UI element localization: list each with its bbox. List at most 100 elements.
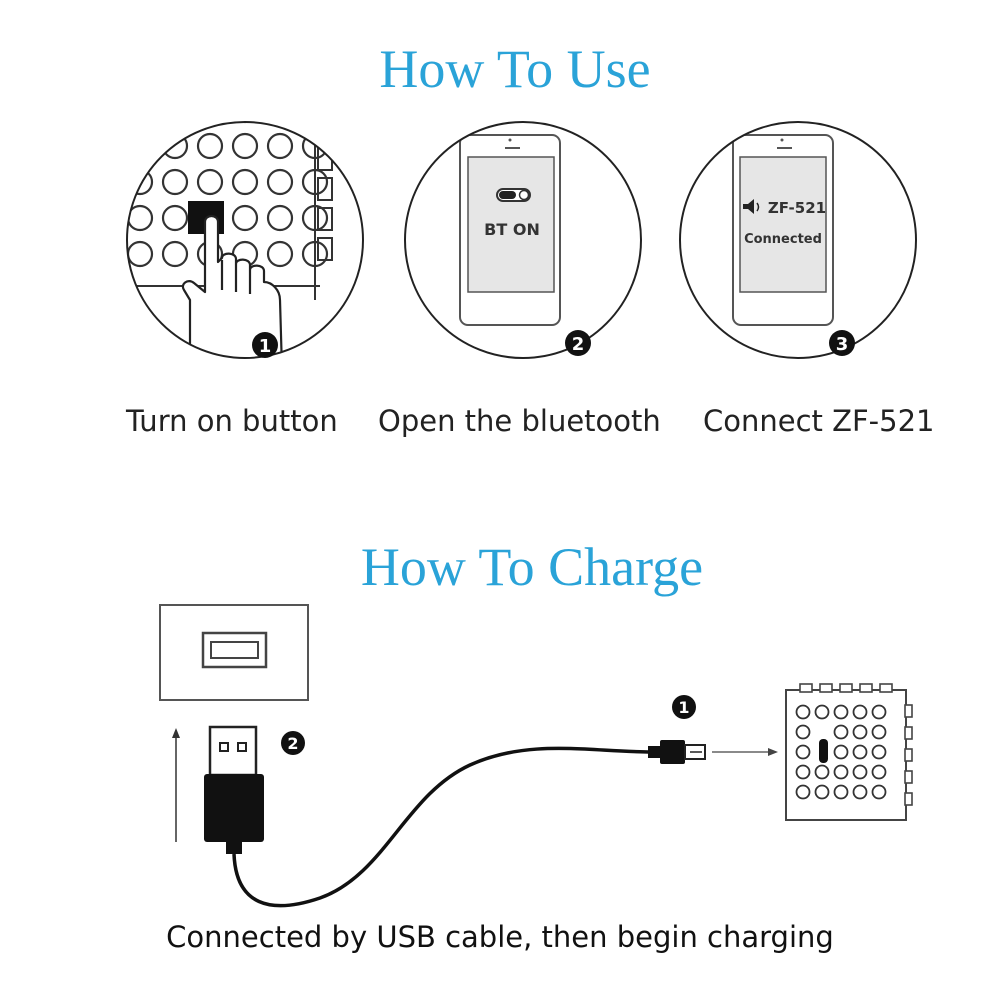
speaker-hole: [231, 204, 259, 232]
speaker-hole: [301, 168, 329, 196]
speaker-hole: [852, 764, 868, 780]
step2-number: 2: [572, 334, 585, 355]
speaker-hole: [161, 168, 189, 196]
speaker-hole: [833, 784, 849, 800]
speaker-hole: [301, 132, 329, 160]
brick-stud: [819, 683, 833, 693]
speaker-hole: [231, 122, 259, 124]
speaker-hole: [852, 704, 868, 720]
speaker-hole: [795, 724, 811, 740]
speaker-hole: [795, 704, 811, 720]
usb-cable: [232, 746, 653, 908]
speaker-hole: [833, 704, 849, 720]
step2-number-badge: [565, 330, 591, 356]
step3-number-badge: [829, 330, 855, 356]
step1-circle: [126, 121, 364, 359]
how-to-charge-title: How To Charge: [360, 537, 704, 597]
step3-number: 3: [836, 334, 849, 355]
hand-pointer-icon: [181, 214, 284, 358]
speaker-hole: [795, 784, 811, 800]
speaker-hole: [266, 168, 294, 196]
bt-on-label: BT ON: [484, 220, 540, 239]
how-to-use-title: How To Use: [379, 39, 651, 99]
speaker-grid-closeup: [127, 122, 333, 358]
speaker-hole: [833, 764, 849, 780]
brick-stud: [859, 683, 873, 693]
speaker-hole: [161, 122, 189, 124]
connected-status-label: Connected: [744, 232, 822, 247]
speaker-hole: [231, 168, 259, 196]
speaker-hole: [266, 240, 294, 268]
speaker-hole: [301, 204, 329, 232]
speaker-hole: [127, 240, 154, 268]
speaker-hole: [127, 122, 154, 124]
step2-caption: Open the bluetooth: [378, 404, 661, 438]
speaker-hole: [871, 704, 887, 720]
speaker-hole: [871, 724, 887, 740]
brick-stud: [904, 770, 913, 784]
speaker-hole: [871, 784, 887, 800]
charge-marker-2: [281, 731, 305, 755]
speaker-hole: [127, 204, 154, 232]
step2-circle: [404, 121, 642, 359]
brick-stud: [839, 683, 853, 693]
step1-caption: Turn on button: [126, 404, 338, 438]
micro-usb-plug-icon: [648, 740, 706, 764]
speaker-hole: [231, 240, 259, 268]
brick-stud: [904, 704, 913, 718]
speaker-hole: [833, 724, 849, 740]
speaker-hole: [795, 764, 811, 780]
speaker-hole: [196, 168, 224, 196]
charge-caption: Connected by USB cable, then begin charg…: [166, 920, 834, 954]
usb-port-icon: [159, 604, 309, 701]
speaker-device: [785, 683, 913, 821]
charge-marker-2-number: 2: [287, 734, 298, 753]
speaker-hole: [127, 168, 154, 196]
step1-number: 1: [259, 336, 272, 357]
power-button: [188, 201, 224, 234]
speaker-hole: [196, 132, 224, 160]
speaker-hole: [301, 240, 329, 268]
phone-bt-screen: [459, 134, 561, 326]
speaker-hole: [161, 132, 189, 160]
step3-caption: Connect ZF-521: [703, 404, 935, 438]
brick-stud: [799, 683, 813, 693]
charge-marker-1-number: 1: [678, 698, 689, 717]
charge-marker-1: [672, 695, 696, 719]
speaker-hole: [871, 764, 887, 780]
speaker-hole: [814, 764, 830, 780]
speaker-hole: [127, 132, 154, 160]
speaker-hole: [852, 784, 868, 800]
charging-port: [819, 739, 828, 763]
step3-circle: [679, 121, 917, 359]
speaker-hole: [266, 132, 294, 160]
up-arrow-icon: [172, 728, 180, 842]
speaker-hole: [266, 204, 294, 232]
speaker-hole: [852, 724, 868, 740]
right-arrow-icon: [712, 748, 778, 756]
speaker-hole: [161, 204, 189, 232]
brick-stud: [879, 683, 893, 693]
speaker-hole: [871, 744, 887, 760]
speaker-hole: [795, 744, 811, 760]
speaker-hole: [161, 240, 189, 268]
speaker-hole: [266, 122, 294, 124]
brick-stud: [904, 748, 913, 762]
brick-stud: [904, 792, 913, 806]
speaker-hole: [301, 122, 329, 124]
speaker-icon: [743, 199, 760, 214]
brick-stud: [904, 726, 913, 740]
step1-number-badge: [252, 332, 278, 358]
toggle-switch-icon: [496, 188, 531, 202]
speaker-hole: [196, 122, 224, 124]
speaker-hole: [814, 784, 830, 800]
speaker-hole: [814, 704, 830, 720]
phone-connected-screen: [732, 134, 834, 326]
speaker-hole: [196, 240, 224, 268]
usb-plug-icon: [204, 725, 264, 854]
device-name-label: ZF-521: [768, 199, 826, 217]
speaker-hole: [231, 132, 259, 160]
speaker-hole: [852, 744, 868, 760]
